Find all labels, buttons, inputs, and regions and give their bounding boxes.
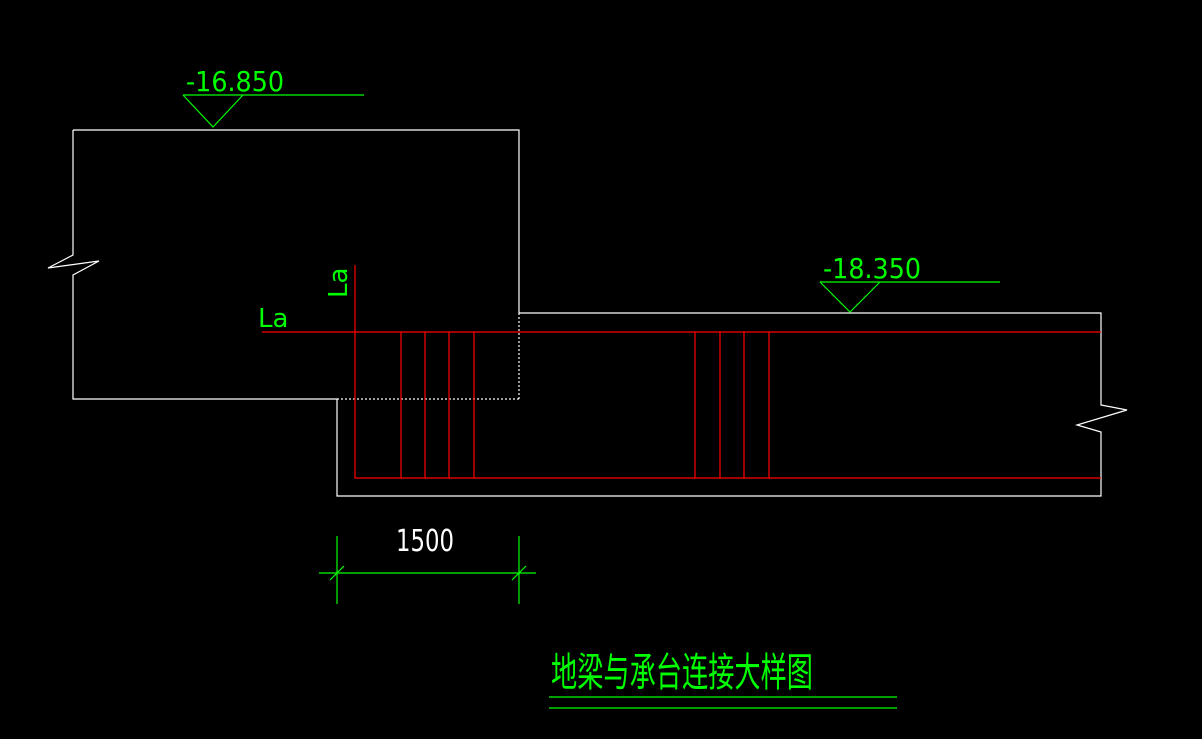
dimension-text: 1500: [396, 524, 454, 559]
anchor-label-horizontal: La: [258, 304, 288, 334]
elevation-triangle-icon: [819, 281, 881, 313]
dimension-line: [319, 536, 536, 604]
elevation-triangle-icon: [182, 94, 244, 128]
elevation-text-lower: -18.350: [823, 252, 921, 285]
elevation-text-upper: -16.850: [186, 65, 284, 98]
dimension-tick-left: [329, 565, 345, 581]
elevation-mark-lower: [819, 281, 1000, 313]
rebar-group: [262, 265, 1101, 479]
anchor-label-vertical: La: [324, 268, 354, 298]
ground-beam: [336, 312, 1128, 497]
pile-cap: [47, 129, 520, 400]
elevation-mark-upper: [182, 94, 364, 128]
drawing-title: 地梁与承台连接大样图: [551, 650, 813, 696]
ground-beam-top-edge: [336, 312, 1128, 497]
dimension-tick-right: [511, 565, 527, 581]
pile-cap-outline: [73, 129, 520, 313]
pile-cap-left-edge: [47, 130, 337, 400]
rebar-bottom-longitudinal: [354, 265, 1101, 479]
